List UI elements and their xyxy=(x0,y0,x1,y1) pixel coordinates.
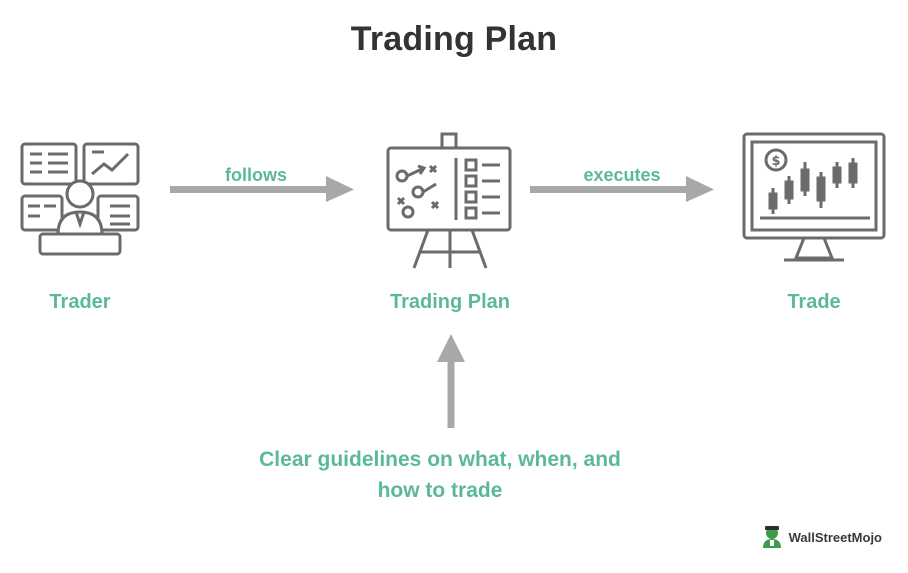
trader-monitors-icon xyxy=(20,142,140,256)
node-label-trade: Trade xyxy=(787,291,841,313)
guidelines-note: Clear guidelines on what, when, and how … xyxy=(210,444,670,506)
diagram-title: Trading Plan xyxy=(350,20,558,58)
svg-text:$: $ xyxy=(771,154,780,169)
node-label-trader: Trader xyxy=(49,291,111,313)
candlestick-monitor-icon: $ xyxy=(742,132,886,262)
edge-label-executes: executes xyxy=(583,165,661,185)
arrow-guidelines-to-plan xyxy=(437,334,465,428)
edge-label-follows: follows xyxy=(225,165,287,185)
arrow-trader-to-plan xyxy=(170,176,354,202)
node-label-trading-plan: Trading Plan xyxy=(389,291,511,313)
arrow-plan-to-trade xyxy=(530,176,714,202)
brand-name: WallStreetMojo xyxy=(788,529,882,545)
brand-watermark: WallStreetMojo xyxy=(759,524,882,550)
strategy-easel-icon xyxy=(386,132,512,269)
mojo-logo-icon xyxy=(762,526,781,548)
guidelines-note-line-1: Clear guidelines on what, when, and xyxy=(259,448,621,471)
guidelines-note-line-2: how to trade xyxy=(377,479,503,502)
